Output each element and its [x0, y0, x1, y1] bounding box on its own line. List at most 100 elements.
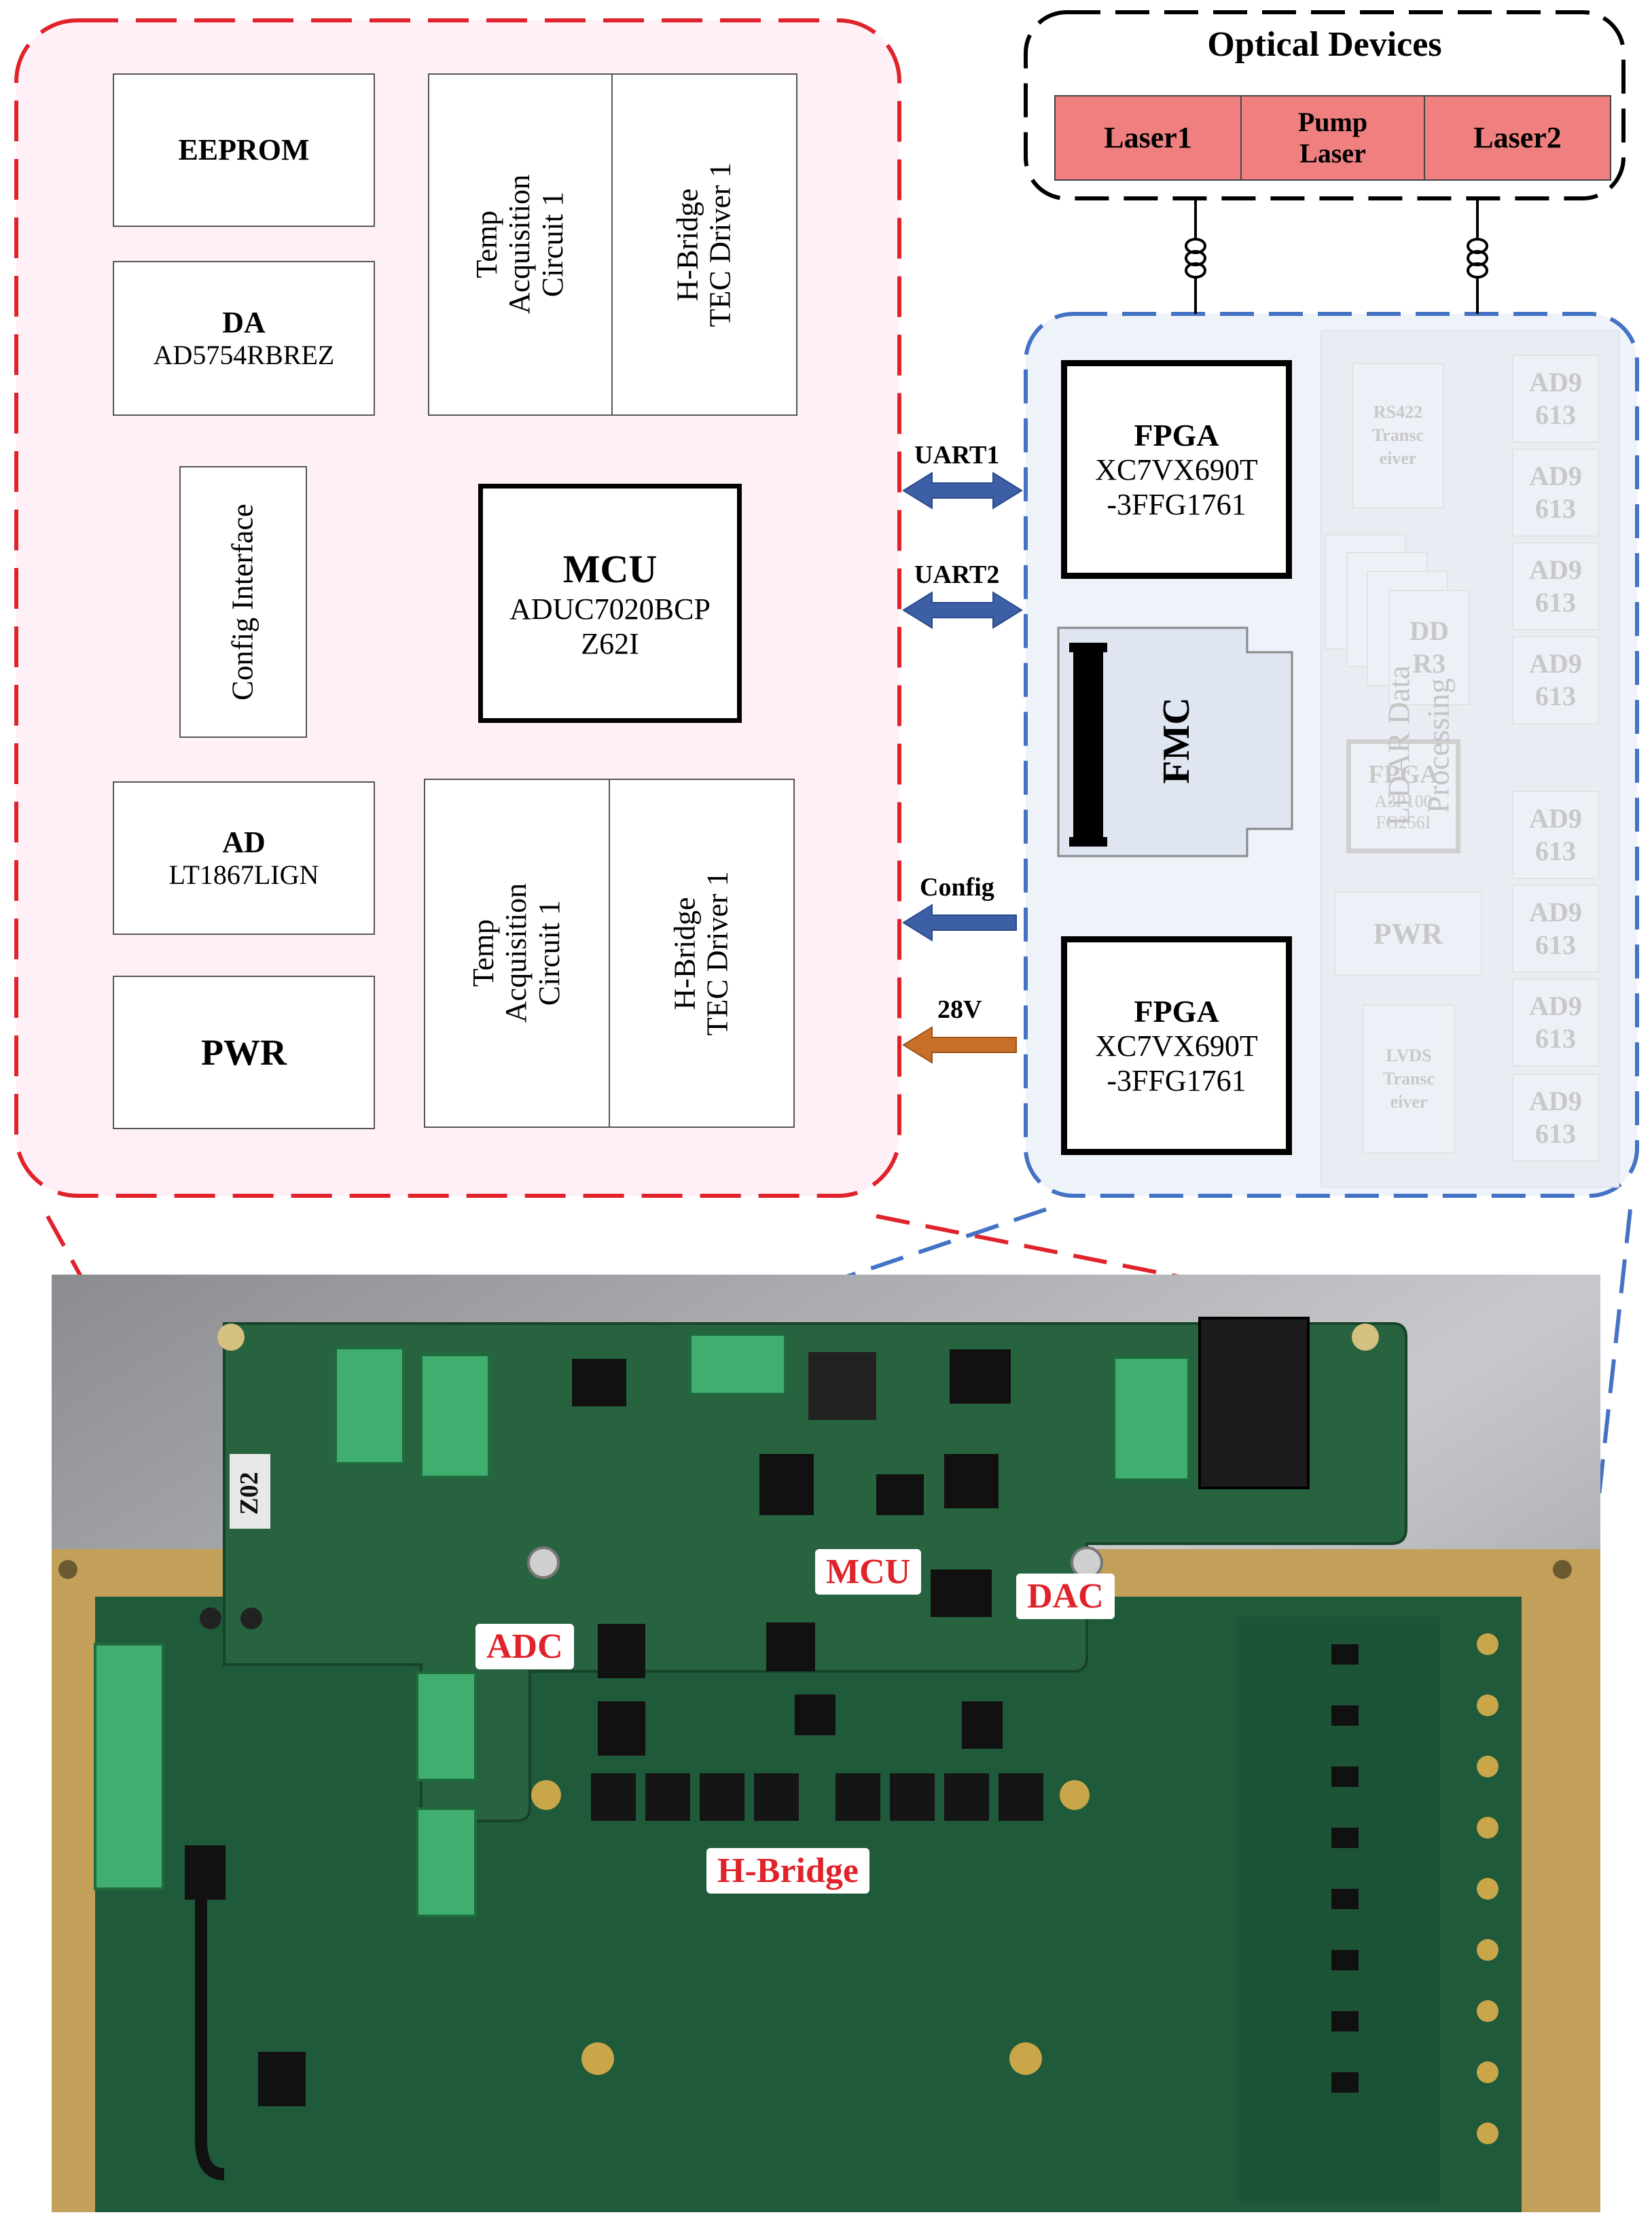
- chip: [598, 1624, 645, 1678]
- mount-hole: [1553, 1560, 1572, 1579]
- config-interface-block: Config Interface: [179, 466, 307, 738]
- mount-hole: [1060, 1780, 1090, 1810]
- mcu-title: MCU: [562, 546, 658, 591]
- mcu-block: MCU ADUC7020BCP Z62I: [478, 484, 742, 723]
- zoom-line-red-right: [876, 1214, 1183, 1279]
- uart1-label: UART1: [914, 441, 1000, 469]
- lvds-line-3: eiver: [1390, 1091, 1428, 1112]
- fmc-connector: [1057, 626, 1293, 857]
- connector: [416, 1671, 477, 1781]
- pump-laser-block: Pump Laser: [1240, 95, 1425, 181]
- fpga1-part-2: -3FFG1761: [1107, 487, 1246, 521]
- laser2-block: Laser2: [1424, 95, 1611, 181]
- chip: [258, 2052, 306, 2106]
- uart2-arrow: [902, 591, 1023, 629]
- ad9613-line-1: AD9: [1529, 554, 1582, 585]
- v28-label: 28V: [937, 995, 982, 1024]
- mount-hole: [240, 1608, 262, 1629]
- fpga2-part-1: XC7VX690T: [1095, 1029, 1258, 1063]
- power-28v-arrow: [902, 1026, 1017, 1064]
- connector: [334, 1347, 405, 1465]
- ddr-line-1: DD: [1409, 616, 1449, 646]
- ad9613-line-2: 613: [1535, 929, 1576, 960]
- ad9613-line-1: AD9: [1529, 461, 1582, 491]
- mcu-part-2: Z62I: [581, 626, 639, 660]
- ad-title: AD: [222, 825, 266, 859]
- pwr-label: PWR: [201, 1032, 287, 1073]
- mount-hole: [1352, 1324, 1379, 1351]
- board-id-sticker: [230, 1454, 270, 1529]
- sma-connectors: [1477, 1633, 1498, 2144]
- fiber-cable-right: [1467, 198, 1488, 314]
- ad9613-line-1: AD9: [1529, 1086, 1582, 1116]
- side-chips: [1331, 1644, 1359, 2093]
- connector: [689, 1333, 787, 1396]
- hbridge-bottom-block: H-Bridge TEC Driver 1: [609, 779, 795, 1128]
- chip: [808, 1352, 876, 1420]
- mount-hole: [531, 1780, 561, 1810]
- connector: [1113, 1356, 1190, 1481]
- fiber-cable-left: [1185, 198, 1206, 314]
- photo-label-adc: ADC: [475, 1624, 574, 1669]
- fpga2-part-2: -3FFG1761: [1107, 1063, 1246, 1097]
- fpga-small-line-2: A3P100: [1374, 791, 1433, 811]
- fpga2-block: FPGA XC7VX690T -3FFG1761: [1061, 936, 1292, 1155]
- photo-label-mcu: MCU: [815, 1549, 922, 1595]
- config-arrow: [902, 904, 1017, 942]
- mount-hole: [581, 2042, 614, 2075]
- config-label: Config: [920, 873, 994, 902]
- da-title: DA: [222, 305, 266, 339]
- temp-acquisition-top-block: Temp Acquisition Circuit 1: [428, 73, 613, 416]
- lvds-block: LVDS Transc eiver: [1363, 1004, 1455, 1154]
- mcu-part-1: ADUC7020BCP: [509, 592, 711, 626]
- temp-acquisition-bottom-block: Temp Acquisition Circuit 1: [424, 779, 610, 1128]
- laser1-label: Laser1: [1104, 120, 1192, 154]
- ad9613-line-2: 613: [1535, 493, 1576, 524]
- photo-label-hbridge: H-Bridge: [706, 1848, 869, 1894]
- mount-hole: [58, 1560, 77, 1579]
- chip: [572, 1359, 626, 1406]
- chip: [766, 1622, 815, 1671]
- rs422-line-1: RS422: [1373, 402, 1423, 423]
- pump-line-1: Pump: [1297, 107, 1368, 137]
- optical-devices-title: Optical Devices: [1207, 25, 1442, 64]
- mount-hole: [1009, 2042, 1042, 2075]
- eeprom-label: EEPROM: [178, 132, 310, 166]
- fpga1-title: FPGA: [1134, 417, 1219, 452]
- chip: [876, 1474, 924, 1515]
- mount-hole: [200, 1608, 221, 1629]
- fpga1-part-1: XC7VX690T: [1095, 452, 1258, 486]
- ad9613-line-1: AD9: [1529, 897, 1582, 927]
- pwr-block: PWR: [113, 976, 375, 1129]
- board-id-label: Z02: [235, 1472, 264, 1515]
- mount-hole: [217, 1324, 245, 1351]
- chip: [759, 1454, 814, 1515]
- lvds-line-2: Transc: [1382, 1069, 1435, 1089]
- chip: [962, 1701, 1003, 1749]
- ad9613-line-2: 613: [1535, 1023, 1576, 1054]
- ad9613-line-2: 613: [1535, 1118, 1576, 1149]
- fpga1-block: FPGA XC7VX690T -3FFG1761: [1061, 360, 1292, 579]
- fpga-small-line-3: FG256I: [1376, 812, 1431, 832]
- chip: [598, 1701, 645, 1756]
- fpga2-title: FPGA: [1134, 993, 1219, 1029]
- cable: [195, 1882, 225, 2180]
- ad9613-line-2: 613: [1535, 836, 1576, 866]
- uart1-arrow: [902, 472, 1023, 510]
- uart2-label: UART2: [914, 561, 1000, 589]
- connector: [420, 1353, 490, 1478]
- ad9613-line-2: 613: [1535, 400, 1576, 430]
- eeprom-block: EEPROM: [113, 73, 375, 227]
- hbridge-top-block: H-Bridge TEC Driver 1: [611, 73, 797, 416]
- chip: [931, 1569, 992, 1617]
- chip: [950, 1349, 1011, 1404]
- ad9613-line-1: AD9: [1529, 648, 1582, 679]
- da-block: DA AD5754RBREZ: [113, 261, 375, 416]
- fpga-small-line-1: FPGA: [1368, 760, 1439, 789]
